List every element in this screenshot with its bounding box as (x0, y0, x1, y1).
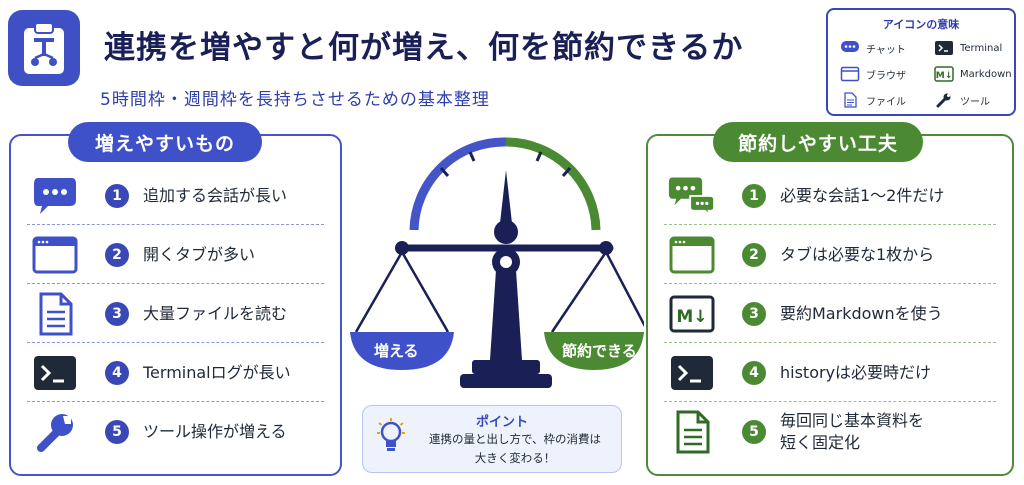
number-badge: 2 (105, 242, 129, 267)
item-label: 毎回同じ基本資料を 短く固定化 (780, 410, 924, 454)
browser-icon (31, 233, 79, 277)
divider (664, 342, 996, 343)
wrench-icon (934, 92, 954, 108)
increase-panel-title: 増えやすいもの (68, 122, 262, 162)
number-badge: 1 (742, 183, 766, 208)
number-badge: 1 (105, 183, 129, 208)
item-label-line-2: 短く固定化 (780, 433, 861, 452)
divider (27, 401, 324, 402)
list-item: M↓ 3 要約Markdownを使う (648, 284, 1012, 343)
list-item: 2 タブは必要な1枚から (648, 225, 1012, 284)
divider (27, 224, 324, 225)
browser-icon (840, 66, 860, 82)
list-item: 1 必要な会話1〜2件だけ (648, 166, 1012, 225)
item-label: 大量ファイルを読む (143, 303, 288, 323)
item-label: タブは必要な1枚から (780, 244, 935, 264)
increase-panel: 1 追加する会話が長い 2 開くタブが多い 3 大量ファイルを読む 4 Term… (9, 134, 342, 476)
left-pan-label: 増える (374, 342, 419, 360)
page-title: 連携を増やすと何が増え、何を節約できるか (104, 30, 744, 66)
legend-label-markdown: Markdown (960, 68, 1012, 80)
divider (664, 224, 996, 225)
item-label: 開くタブが多い (143, 244, 256, 264)
item-label: 必要な会話1〜2件だけ (780, 185, 945, 205)
list-item: 5 毎回同じ基本資料を 短く固定化 (648, 402, 1012, 461)
list-item: 3 大量ファイルを読む (11, 284, 340, 343)
legend-item-chat: チャット (840, 40, 906, 56)
divider (664, 401, 996, 402)
legend-label-wrench: ツール (960, 96, 990, 108)
save-panel: 1 必要な会話1〜2件だけ 2 タブは必要な1枚から M↓ 3 要約Markdo… (646, 134, 1014, 476)
number-badge: 3 (105, 301, 129, 326)
legend-item-terminal: Terminal (934, 40, 1002, 56)
point-text-line-2: 大きく変わる！ (474, 451, 556, 465)
icon-legend: アイコンの意味 チャット Terminal ブラウザ M↓ Markdown フ… (826, 8, 1016, 116)
legend-item-browser: ブラウザ (840, 66, 906, 82)
terminal-icon (668, 351, 716, 395)
app-logo-icon (8, 10, 80, 86)
legend-item-wrench: ツール (934, 92, 990, 108)
balance-scale-icon (350, 137, 650, 388)
divider (664, 283, 996, 284)
wrench-icon (31, 410, 79, 454)
chat-icon (668, 174, 716, 218)
item-label: 追加する会話が長い (143, 185, 288, 205)
page-subtitle: 5時間枠・週間枠を長持ちさせるための基本整理 (100, 90, 490, 110)
legend-label-file: ファイル (866, 96, 906, 108)
terminal-icon (934, 40, 954, 56)
legend-label-chat: チャット (866, 44, 906, 56)
number-badge: 4 (742, 360, 766, 385)
file-icon (668, 410, 716, 454)
item-label: historyは必要時だけ (780, 362, 932, 382)
list-item: 1 追加する会話が長い (11, 166, 340, 225)
point-text-line-1: 連携の量と出し方で、枠の消費は (428, 432, 602, 446)
item-label-line-1: 毎回同じ基本資料を (780, 411, 925, 430)
legend-label-terminal: Terminal (960, 42, 1003, 54)
legend-title: アイコンの意味 (882, 18, 960, 31)
item-label: Terminalログが長い (143, 362, 291, 382)
point-text: 連携の量と出し方で、枠の消費は 大きく変わる！ (417, 430, 613, 468)
right-pan-label: 節約できる (562, 342, 637, 360)
browser-icon (668, 233, 716, 277)
number-badge: 2 (742, 242, 766, 267)
item-label: 要約Markdownを使う (780, 303, 943, 323)
svg-text:M↓: M↓ (936, 71, 953, 81)
number-badge: 4 (105, 360, 129, 385)
number-badge: 5 (105, 419, 129, 444)
lightbulb-icon (377, 418, 405, 460)
list-item: 5 ツール操作が増える (11, 402, 340, 461)
list-item: 4 Terminalログが長い (11, 343, 340, 402)
markdown-icon: M↓ (934, 66, 954, 82)
number-badge: 3 (742, 301, 766, 326)
list-item: 4 historyは必要時だけ (648, 343, 1012, 402)
number-badge: 5 (742, 419, 766, 444)
legend-item-markdown: M↓ Markdown (934, 66, 1012, 82)
item-label: ツール操作が増える (143, 421, 287, 441)
point-callout: ポイント 連携の量と出し方で、枠の消費は 大きく変わる！ (362, 405, 622, 473)
save-panel-title: 節約しやすい工夫 (713, 122, 923, 162)
markdown-icon: M↓ (668, 292, 716, 336)
chat-icon (31, 174, 79, 218)
divider (27, 342, 324, 343)
balance-scale: 増える 節約できる (344, 120, 650, 410)
list-item: 2 開くタブが多い (11, 225, 340, 284)
legend-label-browser: ブラウザ (866, 70, 906, 82)
legend-item-file: ファイル (840, 92, 906, 108)
svg-text:M↓: M↓ (676, 307, 707, 327)
file-icon (31, 292, 79, 336)
terminal-icon (31, 351, 79, 395)
chat-icon (840, 40, 860, 56)
file-icon (840, 92, 860, 108)
divider (27, 283, 324, 284)
point-title: ポイント (475, 415, 528, 430)
